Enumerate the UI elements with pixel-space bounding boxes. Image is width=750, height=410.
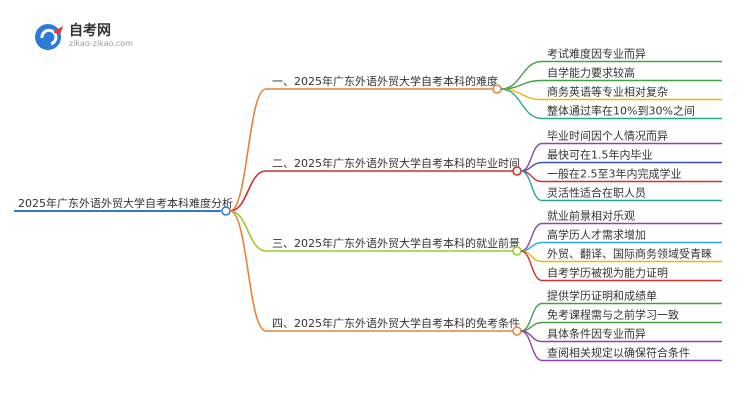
branch-label-4: 四、2025年广东外语外贸大学自考本科的免考条件	[272, 316, 520, 330]
branch-connector-4	[229, 210, 267, 332]
child-label-2-3: 一般在2.5至3年内完成学业	[547, 167, 682, 181]
child-label-3-4: 自考学历被视为能力证明	[547, 266, 668, 280]
branch-node-circle-2	[512, 166, 522, 176]
branch-connector-2	[229, 170, 267, 212]
site-logo[interactable]: 自考网 zikao-zikao.com	[33, 20, 163, 54]
branch-node-circle-3	[512, 246, 522, 256]
root-label: 2025年广东外语外贸大学自考本科难度分析	[18, 196, 233, 210]
branch-node-circle-4	[512, 326, 522, 336]
logo-icon	[35, 24, 63, 50]
logo-url: zikao-zikao.com	[69, 39, 133, 48]
child-connector-4-4	[520, 330, 543, 362]
child-connector-2-4	[520, 170, 543, 202]
child-label-4-2: 免考课程需与之前学习一致	[547, 308, 679, 322]
child-label-2-2: 最快可在1.5年内毕业	[547, 148, 653, 162]
child-label-1-4: 整体通过率在10%到30%之间	[547, 104, 695, 118]
branch-label-2: 二、2025年广东外语外贸大学自考本科的毕业时间	[272, 156, 520, 170]
child-label-1-3: 商务英语等专业相对复杂	[547, 85, 668, 99]
branch-label-1: 一、2025年广东外语外贸大学自考本科的难度	[272, 74, 498, 88]
child-label-1-2: 自学能力要求较高	[547, 66, 635, 80]
child-label-3-2: 高学历人才需求增加	[547, 228, 646, 242]
branch-label-3: 三、2025年广东外语外贸大学自考本科的就业前景	[272, 236, 520, 250]
branch-node-circle-1	[492, 84, 502, 94]
child-label-3-3: 外贸、翻译、国际商务领域受青睐	[547, 247, 712, 261]
child-connector-3-4	[520, 250, 543, 282]
branch-connector-1	[229, 88, 267, 212]
branch-connector-3	[229, 210, 267, 252]
child-label-4-3: 具体条件因专业而异	[547, 327, 646, 341]
child-label-2-4: 灵活性适合在职人员	[547, 186, 646, 200]
logo-title: 自考网	[69, 23, 111, 39]
root-node-circle	[221, 206, 231, 216]
child-connector-1-4	[500, 88, 543, 120]
child-label-1-1: 考试难度因专业而异	[547, 47, 646, 61]
child-label-4-1: 提供学历证明和成绩单	[547, 289, 657, 303]
child-label-2-1: 毕业时间因个人情况而异	[547, 130, 668, 143]
child-label-4-4: 查阅相关规定以确保符合条件	[547, 346, 690, 360]
child-label-3-1: 就业前景相对乐观	[547, 209, 635, 223]
